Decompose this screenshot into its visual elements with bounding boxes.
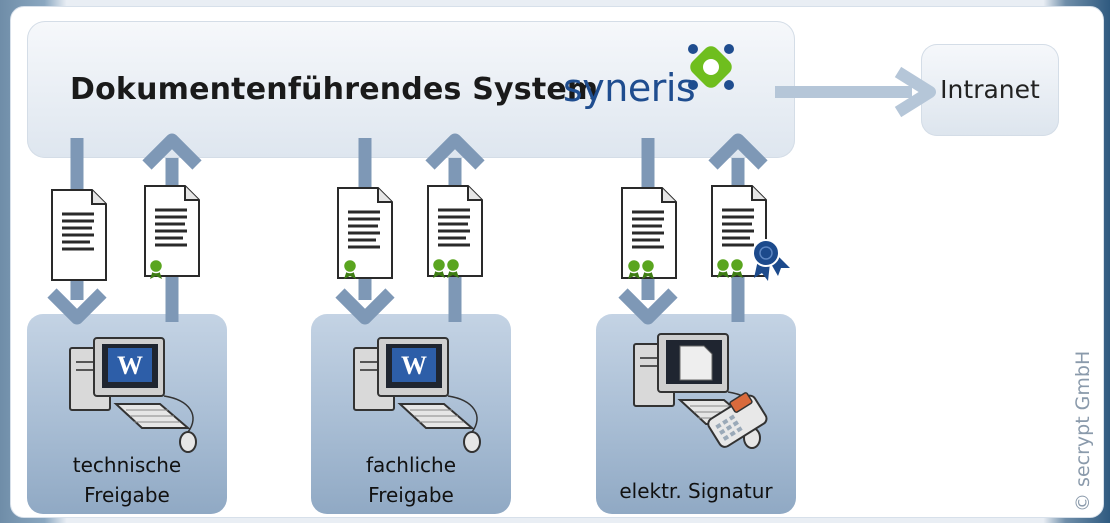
svg-text:W: W	[401, 351, 427, 380]
station-label-line1: fachliche	[365, 453, 457, 477]
arrow-to-intranet	[775, 66, 936, 118]
computer-icon: W	[69, 337, 197, 453]
station-label-line1: technische	[72, 453, 182, 477]
document-system-box	[27, 21, 795, 158]
syneris-logo-icon	[688, 44, 734, 90]
intranet-label: Intranet	[940, 75, 1040, 104]
station-label-line2: Freigabe	[368, 483, 454, 507]
signature-computer-icon	[633, 333, 768, 449]
signature-rosette-icon	[752, 239, 790, 281]
brand-name: syneris	[563, 66, 696, 110]
station-3-flow	[618, 133, 790, 325]
svg-text:W: W	[117, 351, 143, 380]
system-title: Dokumentenführendes System	[70, 72, 599, 107]
computer-icon: W	[353, 337, 481, 453]
station-2-flow	[335, 133, 485, 325]
intranet-box: Intranet	[921, 44, 1059, 136]
station-1-flow	[47, 133, 202, 325]
station-label-line2: Freigabe	[84, 483, 170, 507]
station-label-line1: elektr. Signatur	[619, 479, 773, 503]
card-reader-icon	[707, 392, 768, 448]
document-icon	[50, 188, 108, 282]
copyright-notice: © secrypt GmbH	[1072, 350, 1094, 512]
